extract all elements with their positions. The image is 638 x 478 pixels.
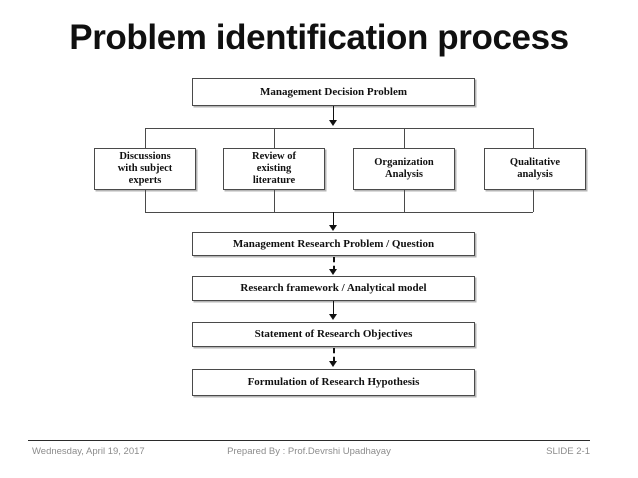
node-label: Organization Analysis [374,157,434,180]
node-management-research-problem-question[interactable]: Management Research Problem / Question [192,232,475,256]
stem-upper-branch-1 [145,128,146,148]
node-label: Review of existing literature [251,151,297,186]
stem-upper-branch-3 [404,128,405,148]
stem-upper-branch-2 [274,128,275,148]
node-review-of-existing-literature[interactable]: Review of existing literature [223,148,325,190]
node-qualitative-analysis[interactable]: Qualitative analysis [484,148,586,190]
stem-lower-branch-4 [533,190,534,212]
node-label: Qualitative analysis [509,157,561,180]
node-label: Formulation of Research Hypothesis [247,376,420,389]
footer-date: Wednesday, April 19, 2017 [32,446,145,457]
arrowhead-problem-to-framework [328,269,337,275]
node-management-decision-problem[interactable]: Management Decision Problem [192,78,475,106]
stem-lower-branch-2 [274,190,275,212]
arrowhead-framework-to-objectives [328,314,337,320]
node-label: Statement of Research Objectives [254,328,413,341]
stem-lower-branch-1 [145,190,146,212]
stem-upper-branch-4 [533,128,534,148]
arrowhead-objectives-to-hypothesis [328,361,337,367]
flowchart-diagram: Management Decision Problem Discussions … [94,78,586,396]
node-statement-of-research-objectives[interactable]: Statement of Research Objectives [192,322,475,347]
slide-footer: Wednesday, April 19, 2017 Prepared By : … [28,440,590,465]
connector-top-to-bus [333,106,334,122]
node-label: Management Decision Problem [259,85,408,98]
node-discussions-with-subject-experts[interactable]: Discussions with subject experts [94,148,196,190]
footer-slide-number: SLIDE 2-1 [546,446,590,457]
node-organization-analysis[interactable]: Organization Analysis [353,148,455,190]
connector-framework-to-objectives [333,301,334,315]
bus-line-lower [145,212,533,213]
bus-line-upper [145,128,533,129]
node-research-framework-analytical-model[interactable]: Research framework / Analytical model [192,276,475,301]
node-label: Discussions with subject experts [117,151,173,186]
footer-prepared-by: Prepared By : Prof.Devrshi Upadhayay [227,446,391,457]
node-label: Management Research Problem / Question [232,237,435,250]
node-label: Research framework / Analytical model [240,282,427,295]
node-formulation-of-research-hypothesis[interactable]: Formulation of Research Hypothesis [192,369,475,396]
arrowhead-top-to-bus [328,120,337,126]
connector-dashed-problem-to-framework [333,257,335,271]
connector-dashed-objectives-to-hypothesis [333,348,335,362]
connector-bus-to-research-problem [333,212,334,226]
page-title: Problem identification process [69,18,569,57]
arrowhead-bus-to-research-problem [328,225,337,231]
stem-lower-branch-3 [404,190,405,212]
